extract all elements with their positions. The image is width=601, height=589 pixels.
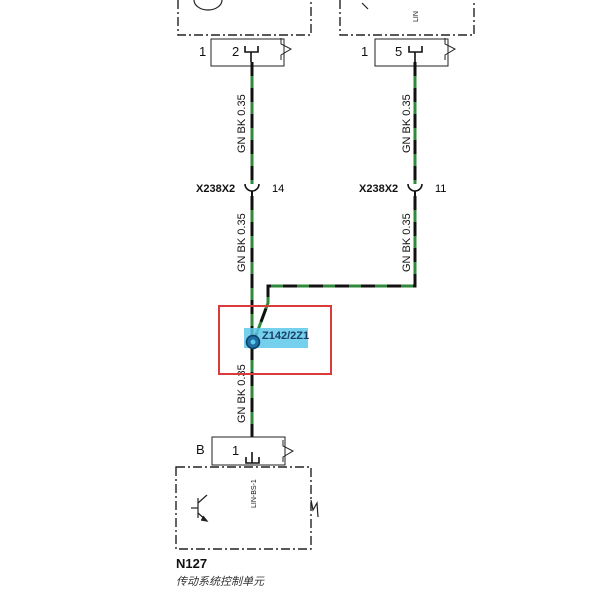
connector-right-pin: 11 bbox=[435, 183, 446, 195]
wire-left-middle-label: GN BK 0.35 bbox=[236, 213, 248, 272]
bottom-connector-label: B bbox=[196, 442, 205, 457]
wire-bottom-label: GN BK 0.35 bbox=[236, 364, 248, 423]
top-left-pin-socket-icon bbox=[244, 46, 259, 62]
connector-left-pin: 14 bbox=[272, 183, 284, 195]
top-left-spring-icon bbox=[280, 38, 293, 60]
top-right-pin-socket-icon bbox=[408, 46, 423, 62]
top-right-component-symbol bbox=[361, 2, 369, 10]
top-right-pin-wire: 5 bbox=[395, 44, 402, 59]
connector-right: X238X2 11 bbox=[359, 183, 446, 196]
top-left-pin-left: 1 bbox=[199, 44, 206, 59]
component-description: 传动系统控制单元 bbox=[176, 575, 265, 588]
component-code: N127 bbox=[176, 556, 207, 571]
top-right-component: LIN 1 5 bbox=[339, 0, 475, 67]
splice-label: Z142/2Z1 bbox=[262, 330, 309, 342]
wire-left-upper-label: GN BK 0.35 bbox=[236, 94, 248, 153]
selection-box bbox=[218, 305, 332, 375]
top-right-pin-left: 1 bbox=[361, 44, 368, 59]
top-left-component: 1 2 bbox=[177, 0, 312, 67]
bottom-spring-icon bbox=[282, 440, 295, 462]
connector-left: X238X2 14 bbox=[196, 183, 284, 196]
termination-icon bbox=[310, 499, 319, 518]
wire-right-middle-label: GN BK 0.35 bbox=[401, 213, 413, 272]
connector-right-name: X238X2 bbox=[359, 183, 398, 195]
connector-right-symbol-icon bbox=[407, 183, 423, 192]
connector-left-name: X238X2 bbox=[196, 183, 235, 195]
bottom-pin-plug-icon bbox=[245, 452, 260, 464]
top-left-component-symbol bbox=[193, 0, 223, 11]
top-right-spring-icon bbox=[444, 38, 457, 60]
bottom-component: B 1 LIN-BS-1 N127 传动系统控制单元 bbox=[175, 436, 319, 588]
top-left-pin-wire: 2 bbox=[232, 44, 239, 59]
wire-right-middle bbox=[253, 196, 417, 339]
splice-z142[interactable]: Z142/2Z1 bbox=[218, 305, 332, 375]
connector-left-symbol-icon bbox=[244, 183, 260, 192]
transistor-icon bbox=[191, 494, 209, 522]
bottom-pin-name: LIN-BS-1 bbox=[251, 479, 258, 508]
bottom-connector-box bbox=[211, 436, 286, 466]
bottom-pin-number: 1 bbox=[232, 443, 239, 458]
bottom-component-outline bbox=[175, 466, 312, 550]
top-right-small-label: LIN bbox=[413, 11, 420, 22]
wire-right-upper-label: GN BK 0.35 bbox=[401, 94, 413, 153]
